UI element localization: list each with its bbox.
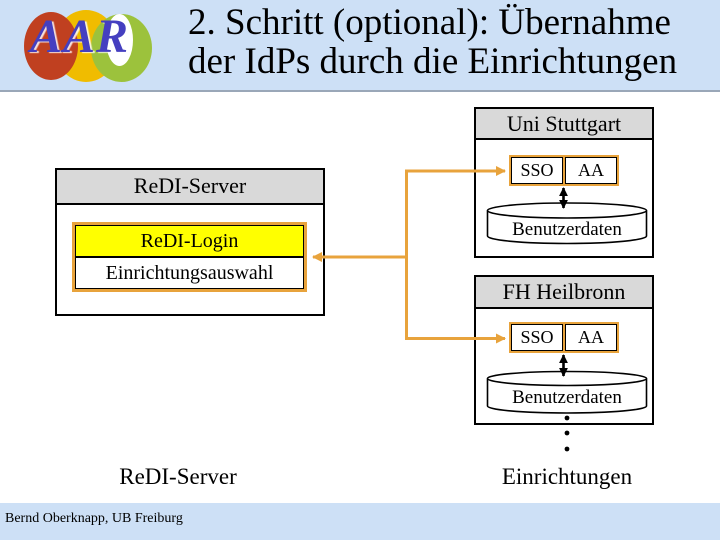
einrichtungsauswahl-cell: Einrichtungsauswahl <box>75 257 304 289</box>
redi-login-cell: ReDI-Login <box>75 225 304 257</box>
uni-stuttgart-box-title: Uni Stuttgart <box>476 109 652 140</box>
logo-circle-red-icon <box>24 12 78 80</box>
slide-title-line-1: 2. Schritt (optional): Übernahme <box>188 2 671 43</box>
fh-database-label: Benutzerdaten <box>512 387 622 408</box>
bottom-label-einrichtungen: Einrichtungen <box>501 464 633 489</box>
uni-aa-cell: AA <box>565 157 617 184</box>
uni-sso-aa-group: SSO AA <box>509 155 619 186</box>
uni-sso-cell: SSO <box>511 157 563 184</box>
fh-sso-cell: SSO <box>511 324 563 351</box>
slide-header-band: AAR 2. Schritt (optional): Übernahme der… <box>0 0 720 92</box>
fh-heilbronn-box-title: FH Heilbronn <box>476 277 652 309</box>
aar-logo-text: AAR <box>30 10 130 63</box>
fh-sso-aa-group: SSO AA <box>509 322 619 353</box>
footer-credit: Bernd Oberknapp, UB Freiburg <box>5 511 183 526</box>
logo-highlight-icon <box>106 14 133 66</box>
fh-aa-cell: AA <box>565 324 617 351</box>
uni-database-label: Benutzerdaten <box>512 219 622 240</box>
slide-title-line-2: der IdPs durch die Einrichtungen <box>188 41 678 82</box>
redi-server-box-title: ReDI-Server <box>57 170 323 205</box>
redi-login-group: ReDI-Login Einrichtungsauswahl <box>72 222 307 292</box>
bottom-label-redi-server: ReDI-Server <box>119 464 237 489</box>
aar-logo: AAR <box>0 0 175 90</box>
slide-title: 2. Schritt (optional): Übernahme der IdP… <box>188 3 677 81</box>
slide-footer-band: Bernd Oberknapp, UB Freiburg <box>0 503 720 540</box>
